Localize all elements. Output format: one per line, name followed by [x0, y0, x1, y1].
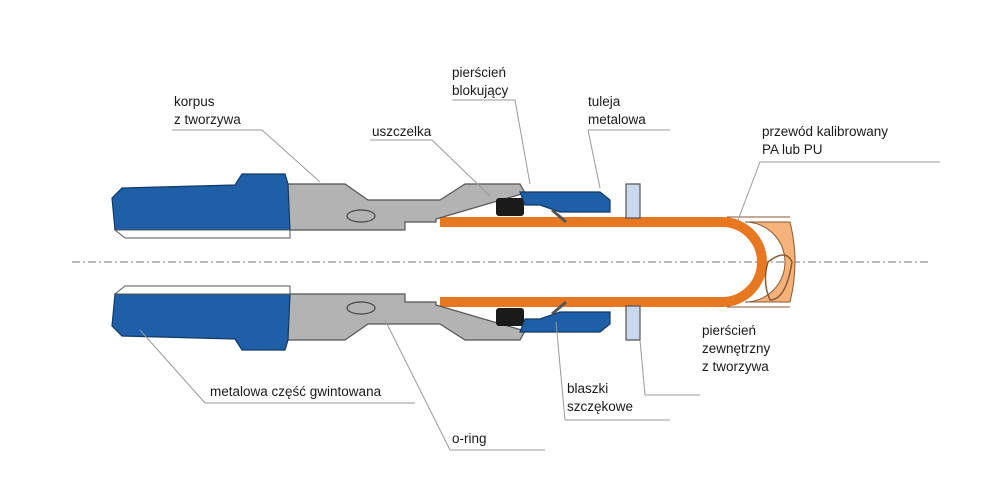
- label-blaszki-line2: szczękowe: [567, 399, 634, 414]
- label-pierscien-blokujacy-line1: pierścień: [452, 65, 507, 80]
- label-blaszki: blaszki szczękowe: [567, 380, 633, 416]
- label-tuleja-line1: tuleja: [588, 94, 621, 109]
- locking-ring: [519, 191, 611, 333]
- label-korpus: korpus z tworzywa: [174, 93, 241, 129]
- seal: [496, 198, 524, 326]
- label-uszczelka-text: uszczelka: [372, 124, 432, 139]
- label-oring: o-ring: [452, 430, 487, 448]
- label-pierscien-blokujacy: pierścień blokujący: [452, 64, 508, 100]
- outer-ring: [625, 183, 641, 341]
- label-pierscien-blokujacy-line2: blokujący: [452, 83, 509, 98]
- label-pierscien-zewnetrzny-line2: zewnętrzny: [702, 341, 771, 356]
- label-oring-text: o-ring: [452, 431, 487, 446]
- label-uszczelka: uszczelka: [372, 123, 431, 141]
- label-przewod-line2: PA lub PU: [762, 142, 823, 157]
- label-przewod-line1: przewód kalibrowany: [762, 124, 889, 139]
- label-pierscien-zewnetrzny: pierścień zewnętrzny z tworzywa: [702, 322, 770, 376]
- tube: [440, 216, 796, 308]
- label-metalowa-czesc: metalowa część gwintowana: [210, 383, 381, 401]
- o-ring: [346, 209, 376, 315]
- label-korpus-line2: z tworzywa: [174, 112, 241, 127]
- body-housing: [284, 183, 526, 341]
- label-metalowa-czesc-text: metalowa część gwintowana: [210, 384, 382, 399]
- label-pierscien-zewnetrzny-line3: z tworzywa: [702, 359, 769, 374]
- gripping-teeth: [551, 208, 567, 316]
- label-przewod: przewód kalibrowany PA lub PU: [762, 123, 888, 159]
- label-tuleja-line2: metalowa: [588, 112, 646, 127]
- label-blaszki-line1: blaszki: [567, 381, 609, 396]
- leader-lines: [139, 99, 940, 451]
- label-korpus-line1: korpus: [174, 94, 215, 109]
- label-pierscien-zewnetrzny-line1: pierścień: [702, 323, 757, 338]
- label-tuleja-metalowa: tuleja metalowa: [588, 93, 646, 129]
- threaded-metal-part: [111, 173, 291, 351]
